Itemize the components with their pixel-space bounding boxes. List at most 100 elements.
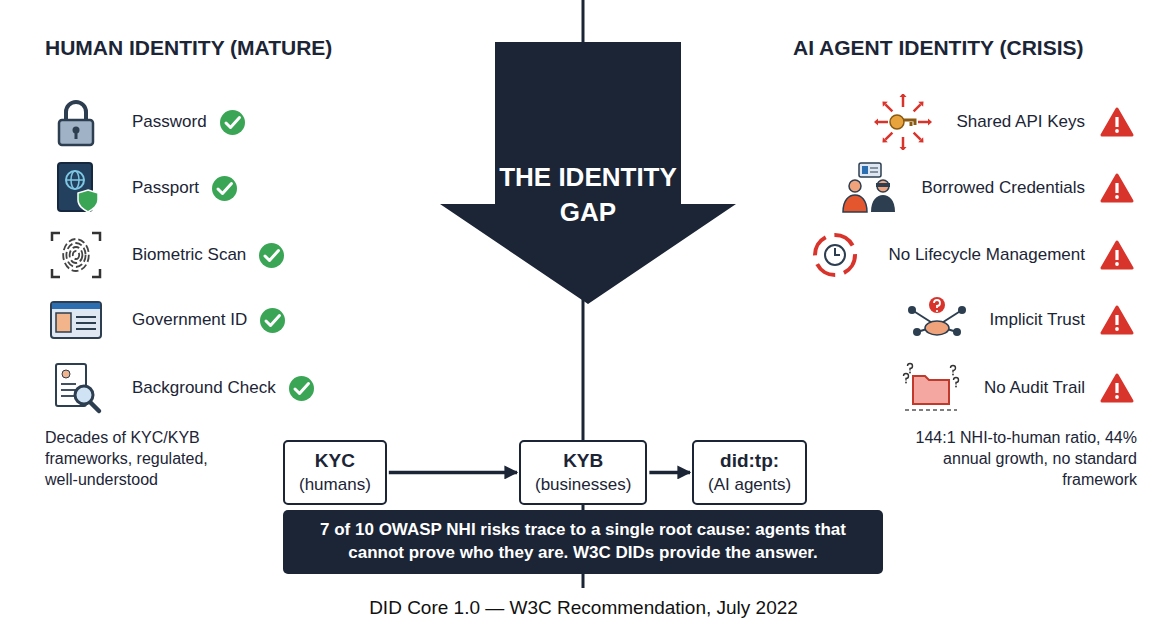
item-label: Government ID <box>132 310 247 330</box>
check-icon <box>258 242 285 269</box>
human-icon-part <box>66 179 84 181</box>
agent-icon-part <box>870 168 878 169</box>
human-icon-part <box>75 386 93 404</box>
agent-icon-part <box>825 245 845 265</box>
node-text: 7 of 10 OWASP NHI risks trace to a singl… <box>305 519 861 565</box>
warning-icon <box>1099 304 1135 336</box>
agent-icon-part <box>877 180 889 192</box>
agent-row: Shared API Keys <box>872 93 1135 151</box>
column-heading: HUMAN IDENTITY (MATURE) <box>45 36 332 60</box>
agent-icon-part <box>950 366 955 373</box>
warning-icon <box>1099 106 1135 138</box>
agent-icon-part <box>849 180 861 192</box>
agent-icon-part <box>918 121 928 124</box>
check-icon-part <box>265 250 279 260</box>
warning-icon-part <box>1102 109 1132 135</box>
agent-icon-part <box>886 133 893 140</box>
warning-icon-part <box>1102 375 1132 401</box>
agent-icon-part <box>883 101 888 106</box>
node-text: (humans) <box>299 474 371 496</box>
warning-icon-part <box>1115 183 1118 193</box>
text-holder: did:tp:(AI agents) <box>708 449 791 496</box>
human-icon-part <box>63 239 89 271</box>
human-row: Biometric Scan <box>46 226 285 284</box>
agent-icon <box>906 292 968 348</box>
human-icon-part <box>56 313 71 332</box>
human-icon <box>46 94 106 150</box>
agent-icon-part <box>919 101 924 106</box>
agent-icon-part <box>958 306 966 314</box>
item-label: Implicit Trust <box>990 310 1085 330</box>
warning-icon-part <box>1102 242 1132 268</box>
item-label: Passport <box>132 178 199 198</box>
text-holder: KYC(humans) <box>299 449 371 496</box>
warning-icon-part <box>1115 250 1118 260</box>
agent-icon <box>872 94 934 150</box>
agent-row: No Audit Trail <box>900 359 1135 417</box>
agent-icon-part <box>870 172 878 173</box>
item-label: No Audit Trail <box>984 378 1085 398</box>
node-text: (businesses) <box>535 474 631 496</box>
check-icon-part <box>266 315 280 325</box>
check-icon <box>259 307 286 334</box>
agent-icon-part <box>953 378 958 385</box>
agent-icon-part <box>890 115 904 129</box>
agent-icon-part <box>914 133 921 140</box>
warning-icon-part <box>1115 129 1119 133</box>
warning-icon-part <box>1102 175 1132 201</box>
text-holder: THE IDENTITY GAP <box>440 42 736 230</box>
agent-icon-part <box>919 137 924 142</box>
item-label: No Lifecycle Management <box>888 245 1085 265</box>
gap-arrow: THE IDENTITY GAP <box>440 42 736 304</box>
caption: DID Core 1.0 — W3C Recommendation, July … <box>0 597 1167 619</box>
node-text: THE IDENTITY GAP <box>499 160 677 230</box>
agent-icon-part <box>902 97 905 107</box>
human-icon-part <box>52 233 100 277</box>
human-row: Passport <box>46 159 238 217</box>
gap-arrow-shape-part <box>440 42 736 304</box>
agent-icon-part <box>914 104 921 111</box>
warning-icon-part <box>1115 383 1118 393</box>
check-icon <box>288 375 315 402</box>
agent-icon-part <box>908 306 916 314</box>
warning-icon-part <box>1115 195 1119 199</box>
warning-icon <box>1099 372 1135 404</box>
agent-icon-part <box>871 195 895 212</box>
check-icon <box>219 109 246 136</box>
human-icon-part <box>52 303 100 309</box>
check-icon <box>211 175 238 202</box>
warning-icon-part <box>1115 315 1118 325</box>
human-row: Government ID <box>46 291 286 349</box>
agent-icon-part <box>935 310 937 312</box>
human-icon <box>46 360 106 416</box>
warning-icon-part <box>1102 307 1132 333</box>
node-text: (AI agents) <box>708 474 791 496</box>
agent-row: No Lifecycle Management <box>804 226 1135 284</box>
agent-icon-part <box>928 119 932 126</box>
node-text: KYB <box>535 449 631 474</box>
agent-icon-part <box>878 121 888 124</box>
agent-icon-part <box>909 372 911 374</box>
human-icon-part <box>51 302 101 338</box>
item-label: Borrowed Credentials <box>922 178 1085 198</box>
check-icon-part <box>220 110 245 135</box>
human-icon <box>46 160 106 216</box>
human-icon-part <box>61 389 76 391</box>
agent-icon-part <box>902 137 905 147</box>
agent-icon-part <box>925 321 949 335</box>
human-icon-part <box>62 370 70 378</box>
human-icon-part <box>66 243 85 267</box>
text-holder: KYB(businesses) <box>535 449 631 496</box>
stage-box: KYB(businesses) <box>519 440 647 505</box>
human-icon <box>46 227 106 283</box>
agent-icon-part <box>900 147 907 150</box>
human-icon-part <box>73 251 79 259</box>
check-icon-part <box>259 243 284 268</box>
warning-icon-part <box>1115 395 1119 399</box>
item-label: Biometric Scan <box>132 245 246 265</box>
agent-icon-part <box>843 195 867 212</box>
agent-icon <box>804 227 866 283</box>
stage-box: did:tp:(AI agents) <box>692 440 807 505</box>
agent-row: Borrowed Credentials <box>838 159 1135 217</box>
